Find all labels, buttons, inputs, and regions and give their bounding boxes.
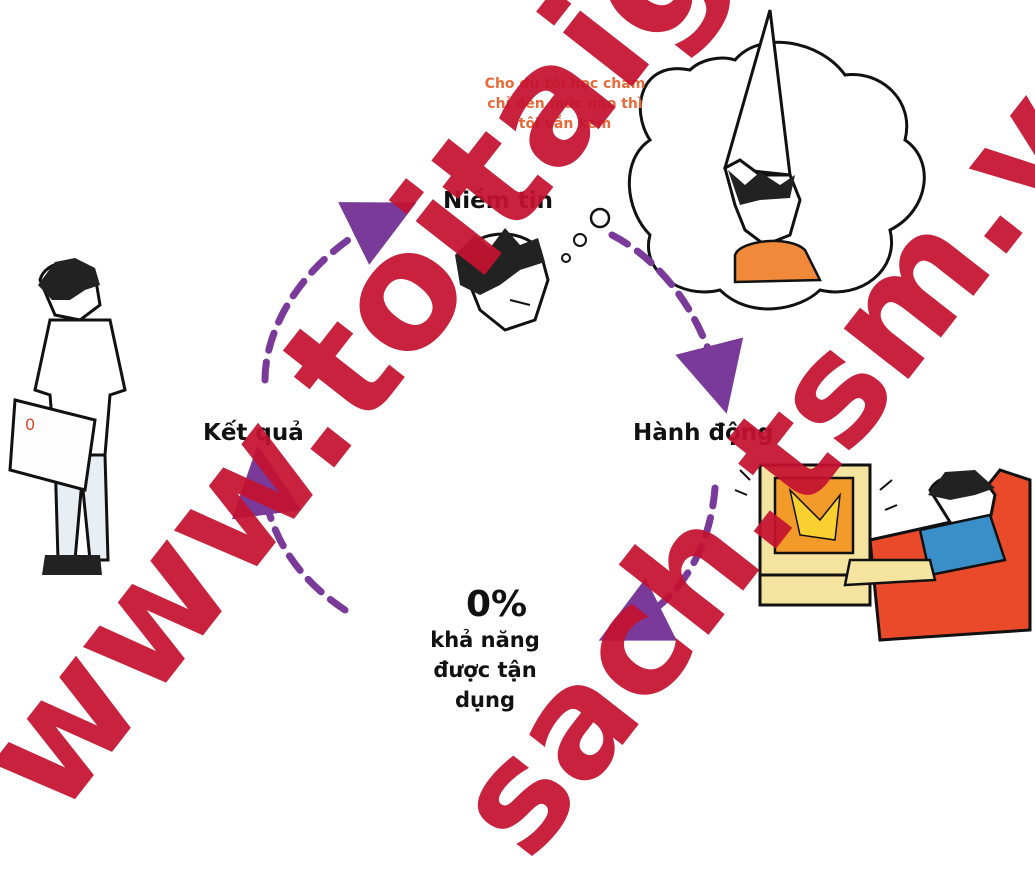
- arrow-result-to-belief: [261, 202, 417, 384]
- worried-head-icon: [455, 228, 550, 332]
- result-label: Kết quả: [203, 420, 304, 446]
- arrow-belief-to-action: [608, 231, 744, 414]
- tv-icon: [734, 463, 898, 607]
- student-figure-icon: 0: [8, 258, 127, 575]
- action-label: Hành động: [633, 420, 774, 446]
- zero-caption: khả năng được tận dụng: [430, 628, 540, 712]
- arrow-action-to-outcome: [598, 484, 719, 641]
- svg-text:0: 0: [25, 415, 35, 434]
- arrow-outcome-to-result: [231, 445, 349, 614]
- thought-text: Cho dù tôi học chăm chỉ đến mức nào thì …: [484, 76, 646, 132]
- zero-percent-label: 0%: [466, 584, 528, 625]
- armchair-person-icon: [843, 468, 1032, 642]
- diagram-canvas: 0 Cho dù tôi học chăm chỉ đến mức nào th…: [8, 9, 1032, 712]
- thought-bubble-icon: [561, 9, 926, 311]
- belief-label: Niềm tin: [443, 188, 553, 214]
- diagram-illustration: 0: [8, 9, 1032, 642]
